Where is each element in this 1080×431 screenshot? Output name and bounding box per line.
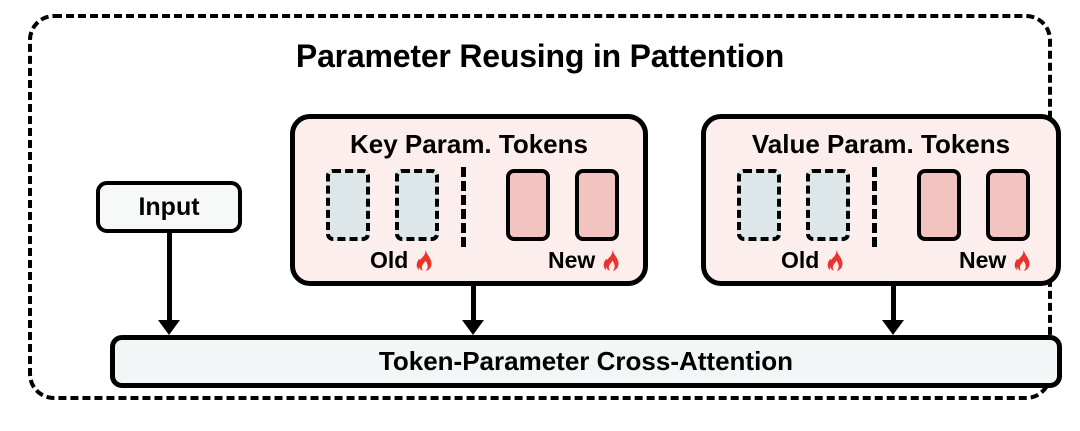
token-parameter-cross-attention-bar: Token-Parameter Cross-Attention: [110, 335, 1062, 388]
key-old-group-label: Old: [370, 247, 433, 274]
arrow-key-to-cross-attention: [462, 286, 484, 335]
arrow-head: [158, 320, 180, 335]
flame-icon: [824, 248, 844, 273]
key-new-group-label: New: [548, 247, 620, 274]
key-new-label-text: New: [548, 247, 596, 273]
new-token-slot: [506, 169, 550, 241]
value-old-label-text: Old: [781, 247, 820, 273]
arrow-head: [462, 320, 484, 335]
key-old-label-text: Old: [370, 247, 409, 273]
new-token-slot: [986, 169, 1030, 241]
flame-icon: [1011, 248, 1031, 273]
input-box: Input: [96, 181, 242, 233]
old-token-slot: [326, 169, 370, 241]
page-title: Parameter Reusing in Pattention: [295, 38, 785, 74]
old-token-slot: [737, 169, 781, 241]
slot-divider: [461, 167, 466, 247]
arrow-shaft: [471, 286, 476, 321]
new-token-slot: [575, 169, 619, 241]
flame-icon: [413, 248, 433, 273]
old-token-slot: [806, 169, 850, 241]
key-panel-title: Key Param. Tokens: [350, 129, 588, 159]
arrow-value-to-cross-attention: [882, 286, 904, 335]
arrow-input-to-cross-attention: [158, 233, 180, 335]
value-panel-slots-row: [706, 167, 1056, 247]
diagram-outer-frame: Parameter Reusing in Pattention Input Ke…: [28, 14, 1062, 400]
value-new-label-text: New: [959, 247, 1007, 273]
value-param-tokens-panel: Value Param. Tokens Old New: [701, 114, 1061, 286]
arrow-head: [882, 320, 904, 335]
input-box-label: Input: [138, 192, 200, 221]
arrow-shaft: [167, 233, 172, 321]
value-old-group-label: Old: [781, 247, 844, 274]
key-param-tokens-panel: Key Param. Tokens Old New: [290, 114, 648, 286]
arrow-shaft: [891, 286, 896, 321]
slot-divider: [872, 167, 877, 247]
value-new-group-label: New: [959, 247, 1031, 274]
new-token-slot: [917, 169, 961, 241]
old-token-slot: [395, 169, 439, 241]
value-panel-title: Value Param. Tokens: [751, 129, 1011, 159]
key-panel-slots-row: [295, 167, 643, 247]
flame-icon: [600, 248, 620, 273]
cross-attention-label: Token-Parameter Cross-Attention: [378, 346, 794, 376]
